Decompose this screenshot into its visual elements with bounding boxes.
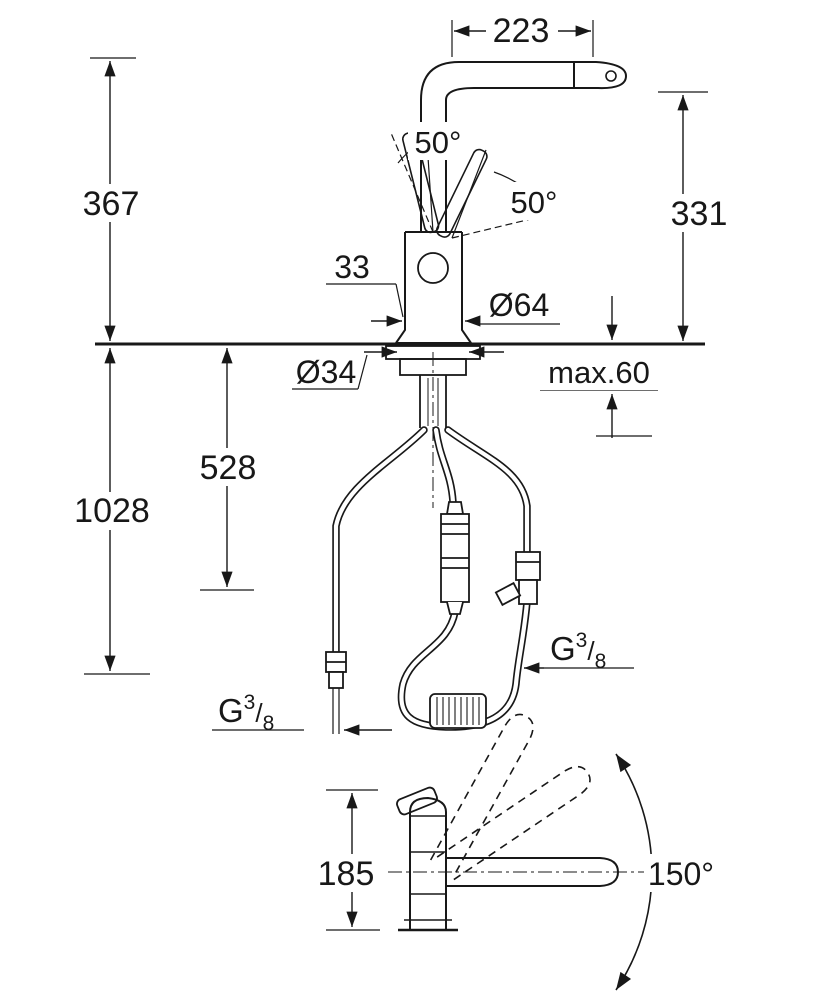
dimension-33 xyxy=(326,283,481,327)
label-backgrounds xyxy=(68,122,734,892)
dim-528-label: 528 xyxy=(200,449,257,487)
faucet-body xyxy=(395,231,472,344)
right-hose-fitting xyxy=(494,551,541,607)
dim-367-label: 367 xyxy=(83,185,140,223)
docking-coupling xyxy=(440,501,470,615)
aerator-detail xyxy=(605,70,617,82)
plan-view xyxy=(388,708,653,991)
thread-g38-left-label: G3/8 xyxy=(218,691,274,735)
max-60-label: max.60 xyxy=(548,355,650,390)
swivel-position-dashed-1 xyxy=(436,759,597,882)
hoses xyxy=(332,426,531,731)
dimension-dia34 xyxy=(292,346,504,390)
dimension-lines xyxy=(84,20,708,931)
dim-331-label: 331 xyxy=(671,195,728,233)
dia-64-label: Ø64 xyxy=(489,287,549,323)
thread-g38-right-label: G3/8 xyxy=(550,629,606,673)
plan-spout-bar xyxy=(446,857,620,887)
dia-34-label: Ø34 xyxy=(296,354,356,390)
angle-50-label-1: 50° xyxy=(415,125,462,160)
angle-150-label: 150° xyxy=(648,856,714,892)
labels: 223 367 331 50° 50° 33 Ø64 Ø34 max.60 52… xyxy=(74,12,727,893)
plan-body xyxy=(409,796,447,930)
hose-weight xyxy=(429,693,487,729)
dim-33-label: 33 xyxy=(334,249,370,285)
left-hose-fitting xyxy=(325,651,347,734)
spout-outline xyxy=(420,61,628,232)
angle-50-label-2: 50° xyxy=(511,185,558,220)
cartridge-circle xyxy=(417,252,449,284)
fittings xyxy=(325,501,541,734)
dim-1028-label: 1028 xyxy=(74,492,150,530)
dimension-223 xyxy=(451,20,594,57)
dim-223-label: 223 xyxy=(493,12,550,50)
dim-185-label: 185 xyxy=(318,855,375,893)
